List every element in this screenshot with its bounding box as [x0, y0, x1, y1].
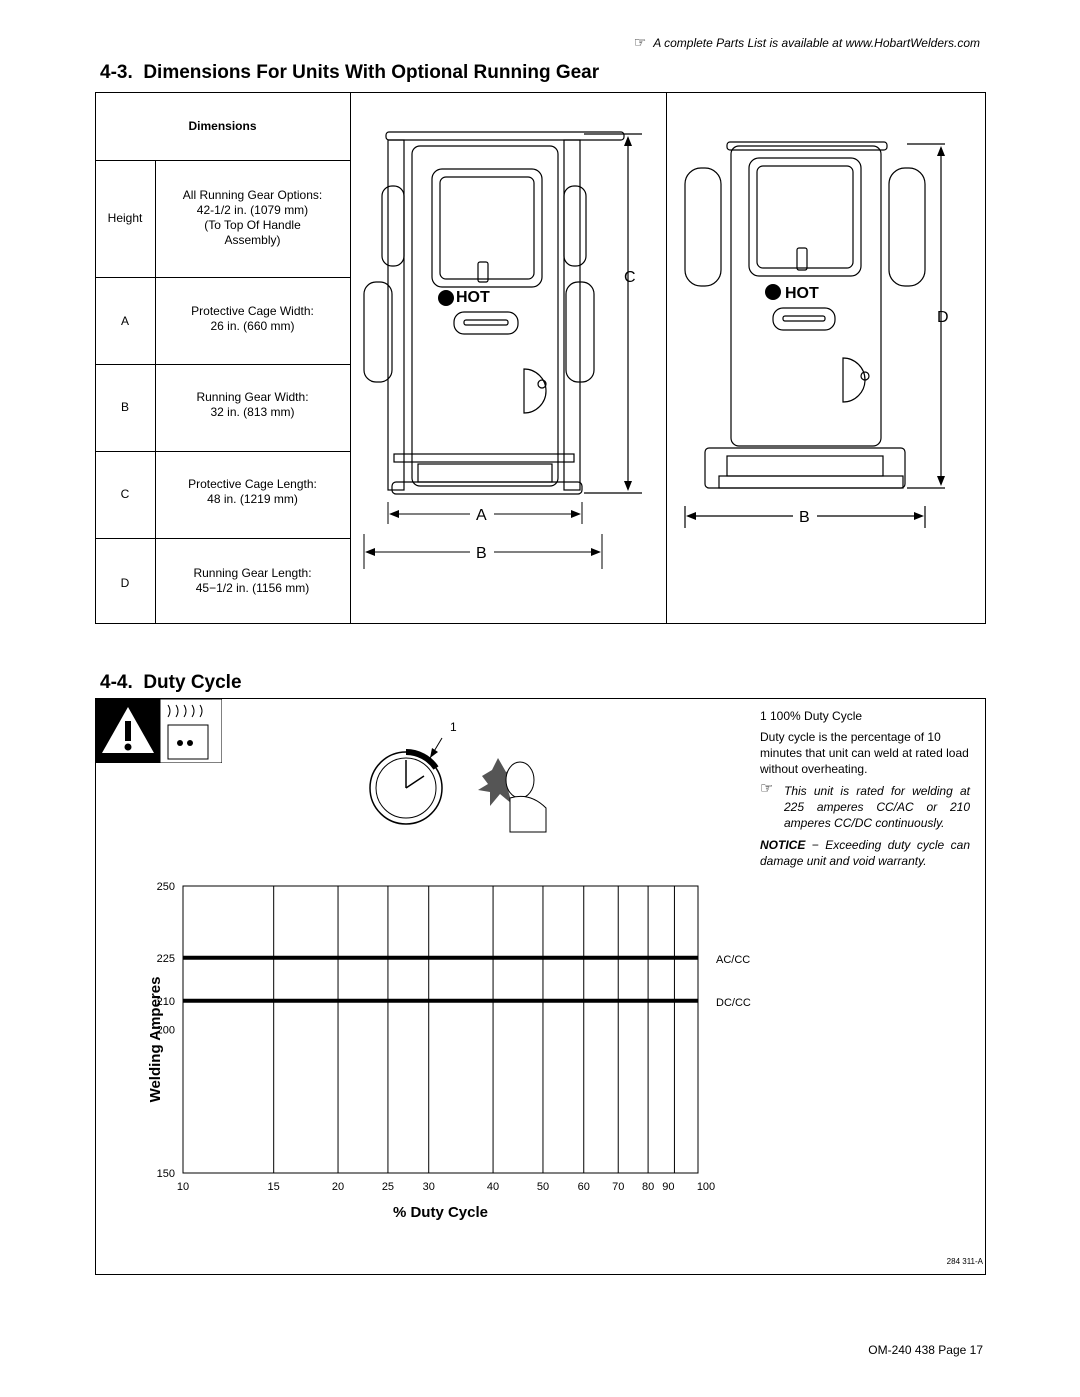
duty-cycle-notes: 1 100% Duty Cycle Duty cycle is the perc… [760, 708, 970, 869]
series-label: AC/CC [716, 954, 750, 966]
x-tick-label: 25 [382, 1181, 394, 1193]
frame-divider [666, 92, 667, 624]
duty-cycle-illustration [369, 737, 547, 833]
section-4-4-heading: 4-4. Duty Cycle [100, 672, 242, 693]
callout-1: 1 [450, 720, 457, 734]
dimension-c-label: C [624, 269, 636, 286]
x-tick-label: 15 [268, 1181, 280, 1193]
x-tick-label: 20 [332, 1181, 344, 1193]
x-tick-label: 30 [423, 1181, 435, 1193]
hot-label-2: HOT [785, 285, 819, 302]
y-tick-label: 150 [157, 1168, 175, 1180]
table-column-divider [155, 160, 156, 624]
duty-cycle-frame [95, 698, 986, 1275]
y-tick-label: 200 [157, 1025, 175, 1037]
table-row-c: C Protective Cage Length: 48 in. (1219 m… [95, 452, 350, 539]
duty-cycle-chart: 10 15 20 25 30 40 50 60 70 80 90 100 150 200 210 225 250… [147, 881, 751, 1221]
pointing-hand-icon-2: ☞ [760, 780, 774, 797]
table-row-a: A Protective Cage Width: 26 in. (660 mm) [95, 278, 350, 365]
parts-list-note: ☞ A complete Parts List is available at … [633, 34, 980, 50]
pointing-hand-icon: ☞ [633, 34, 647, 50]
note-description: Duty cycle is the percentage of 10 minut… [760, 730, 969, 776]
x-tick-label: 40 [487, 1181, 499, 1193]
table-row-b: B Running Gear Width: 32 in. (813 mm) [95, 365, 350, 452]
hot-label: HOT [456, 289, 490, 306]
figure-id: 284 311-A [946, 1257, 983, 1266]
dimension-d-label: D [937, 309, 949, 326]
y-tick-label: 250 [157, 881, 175, 893]
x-axis-label: % Duty Cycle [393, 1204, 488, 1221]
note-item-1: 1 100% Duty Cycle [760, 709, 863, 723]
x-tick-label: 80 [642, 1181, 654, 1193]
cage-unit-drawing: HOT C A B [363, 131, 642, 569]
dimensions-table-header: Dimensions [95, 92, 350, 161]
dimensions-table: Dimensions Height All Running Gear Optio… [95, 92, 351, 624]
hot-surface-warning-icon [96, 699, 222, 763]
series-label: DC/CC [716, 997, 751, 1009]
dimensions-frame [95, 92, 986, 624]
page-footer: OM-240 438 Page 17 [868, 1343, 983, 1357]
plot-area [182, 885, 699, 1174]
x-tick-label: 60 [578, 1181, 590, 1193]
dimension-a-label: A [476, 507, 487, 524]
x-tick-label: 100 [697, 1181, 715, 1193]
notice-text: NOTICE − Exceeding duty cycle can damage… [760, 838, 970, 868]
x-tick-label: 70 [612, 1181, 624, 1193]
table-row-d: D Running Gear Length: 45−1/2 in. (1156 … [120, 566, 312, 595]
y-axis-label: Welding Amperes [147, 977, 164, 1103]
x-tick-label: 90 [662, 1181, 674, 1193]
x-tick-label: 10 [177, 1181, 189, 1193]
y-tick-label: 225 [157, 953, 175, 965]
running-gear-drawing: HOT D B [684, 141, 949, 528]
section-4-3-heading: 4-3. Dimensions For Units With Optional … [100, 62, 600, 83]
x-tick-label: 50 [537, 1181, 549, 1193]
y-tick-label: 210 [157, 996, 175, 1008]
dimension-b-label-2: B [799, 509, 810, 526]
rating-note: ☞ This unit is rated for welding at 225 … [760, 780, 970, 831]
table-row-height: Height All Running Gear Options: 42-1/2 … [95, 161, 350, 278]
dimension-b-label: B [476, 545, 487, 562]
